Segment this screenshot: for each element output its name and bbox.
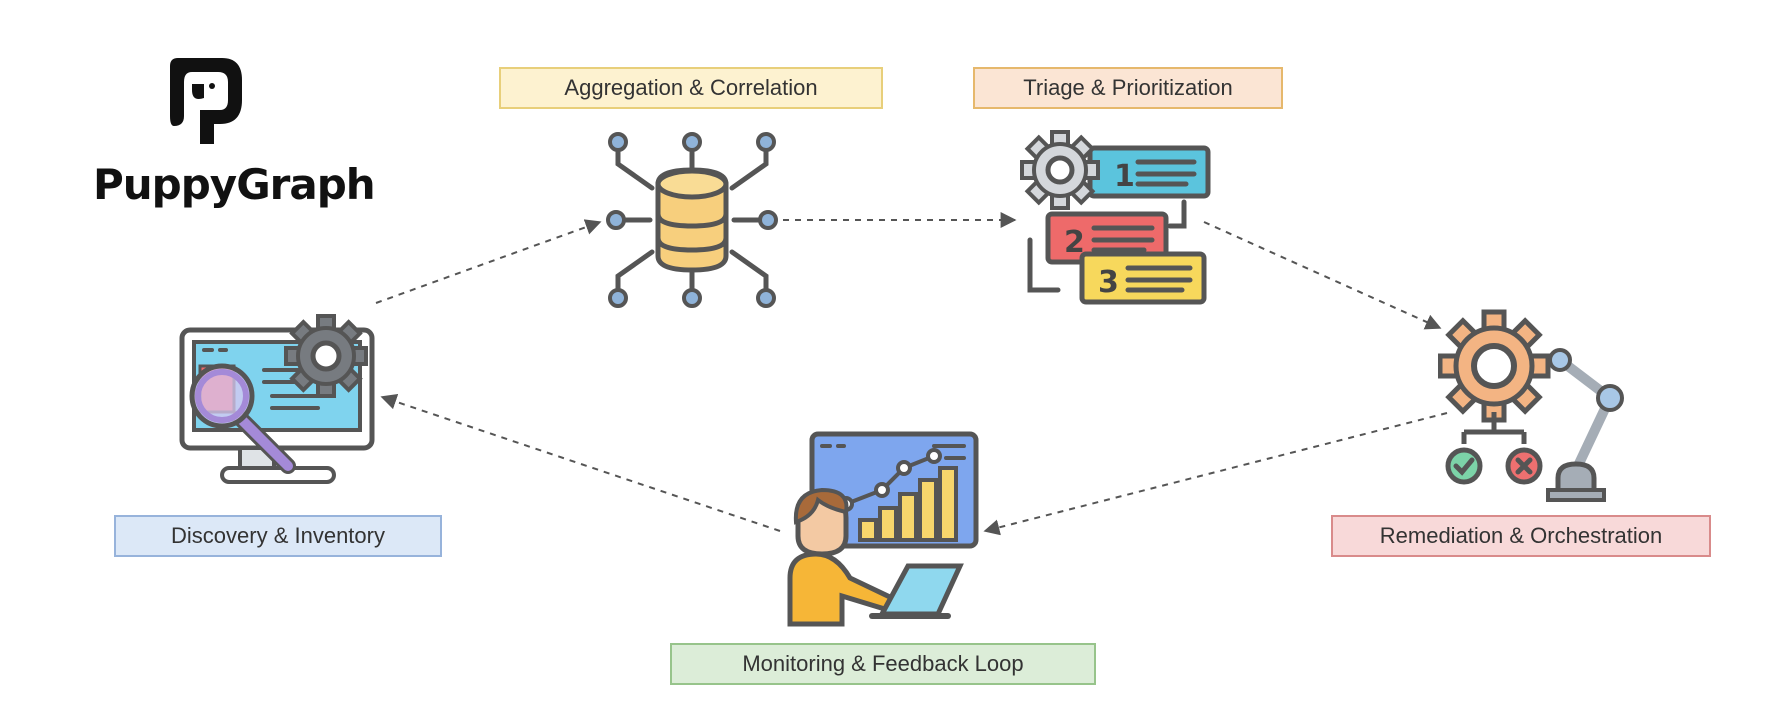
database-hub-icon [606, 132, 778, 308]
arrow-remediation-to-monitoring [983, 412, 1448, 536]
analytics-user-icon [787, 431, 979, 627]
puppygraph-logo-icon [170, 58, 242, 144]
arrow-triage-to-remediation [1203, 221, 1442, 330]
arrow-monitoring-to-discovery [380, 394, 781, 532]
priority-list-icon: 1 2 3 [1020, 130, 1211, 305]
robot-arm-icon [1438, 309, 1624, 502]
brand-name: PuppyGraph [93, 160, 376, 209]
stage-remediation-label: Remediation & Orchestration [1331, 515, 1711, 557]
rank-3-label: 3 [1098, 265, 1119, 300]
monitor-search-icon [179, 314, 375, 484]
stage-discovery-label: Discovery & Inventory [114, 515, 442, 557]
stage-aggregation-label: Aggregation & Correlation [499, 67, 883, 109]
stage-monitoring-label: Monitoring & Feedback Loop [670, 643, 1096, 685]
rank-2-label: 2 [1064, 225, 1085, 260]
rank-1-label: 1 [1114, 159, 1135, 194]
stage-triage-label: Triage & Prioritization [973, 67, 1283, 109]
arrow-discovery-to-aggregation [375, 219, 602, 304]
